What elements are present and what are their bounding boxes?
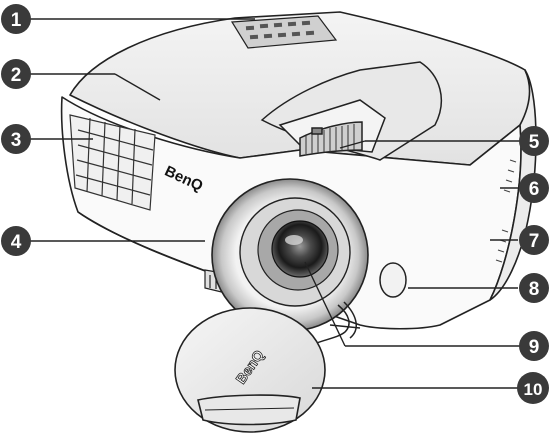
focus-zoom-housing: [260, 61, 443, 161]
callout-8: 8: [519, 273, 549, 303]
projection-lens: [211, 178, 369, 332]
callout-5-label: 5: [529, 132, 540, 153]
callout-2: 2: [1, 59, 31, 89]
callout-2-label: 2: [11, 65, 22, 86]
right-side: [489, 69, 537, 301]
callout-7: 7: [519, 225, 549, 255]
callout-7-label: 7: [529, 231, 540, 252]
leader-5b: [339, 140, 366, 149]
callout-8-label: 8: [529, 279, 540, 300]
callout-1: 1: [1, 4, 31, 34]
callout-5: 5: [519, 126, 549, 156]
callout-1-label: 1: [11, 10, 22, 31]
callout-3-label: 3: [11, 130, 22, 151]
callout-10: 10: [517, 372, 549, 404]
callout-6: 6: [519, 173, 549, 203]
leader-lines: [26, 18, 520, 389]
focus-ring: [299, 121, 363, 157]
callout-9-label: 9: [529, 337, 540, 358]
callout-4: 4: [1, 226, 31, 256]
lens-glass: [271, 220, 329, 278]
callout-4-label: 4: [11, 232, 22, 253]
control-panel-buttons: [245, 20, 315, 40]
leader-2b: [114, 73, 161, 101]
lens-highlight: [285, 235, 303, 245]
leader-9b: [304, 261, 346, 347]
lens-cap-tab: [197, 394, 301, 426]
callout-9: 9: [519, 331, 549, 361]
callout-3: 3: [1, 124, 31, 154]
control-panel: [230, 15, 338, 49]
callout-markers: 1 2 3 4 5 6 7 8: [1, 4, 549, 404]
callout-10-label: 10: [524, 380, 543, 399]
ir-receiver: [379, 262, 407, 298]
callout-6-label: 6: [529, 179, 540, 200]
lens-cap: BenQ: [174, 307, 326, 433]
